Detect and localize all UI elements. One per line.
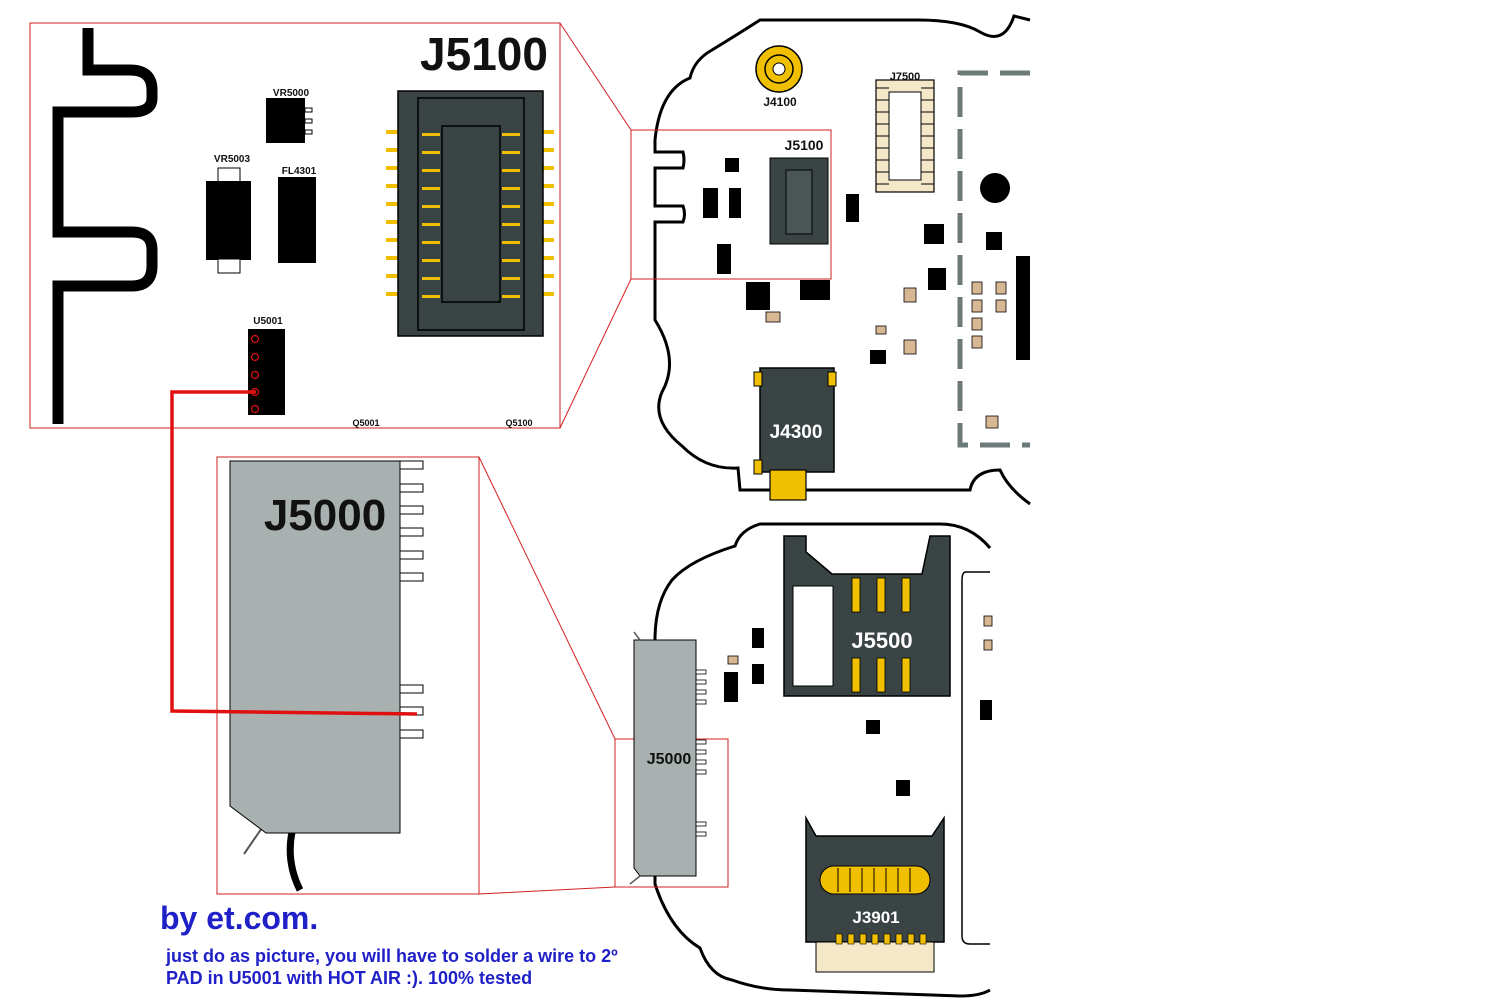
j4100-jack <box>755 45 803 93</box>
board-part-d <box>924 224 944 244</box>
j5000-pins-zoom <box>399 460 424 739</box>
j5100-highlight-box <box>630 129 832 280</box>
credit-text: by et.com. <box>160 900 319 936</box>
board-top-capacitors <box>765 281 1007 429</box>
u5001-label: U5001 <box>253 316 283 327</box>
j4300-label: J4300 <box>770 422 823 443</box>
zoom-panel-top: J5100 VR5000 VR5003 FL4301 U5001 Q5001 Q… <box>29 22 561 429</box>
instruction-line-1: just do as picture, you will have to sol… <box>166 946 618 966</box>
callout-line-top-upper <box>559 22 632 131</box>
zoom-panel-bottom: J5000 <box>216 456 480 895</box>
board-part-j <box>724 672 738 702</box>
callout-line-bottom-upper <box>478 456 616 740</box>
board-part-e <box>928 268 946 290</box>
j5100-zoom-title: J5100 <box>420 28 548 80</box>
flex-cable <box>286 831 304 892</box>
j7500-label: J7500 <box>890 71 921 83</box>
j3901-sd-holder <box>805 815 945 973</box>
board-fl4301 <box>729 188 741 218</box>
j5000-connector-board <box>629 631 707 885</box>
shield-outline <box>957 70 1030 448</box>
j5500-label: J5500 <box>851 628 912 653</box>
vr5000-label: VR5000 <box>273 88 310 99</box>
vr5003-diode <box>206 167 251 274</box>
board-part-c <box>800 280 830 300</box>
board-bottom-capacitors <box>727 615 993 665</box>
board-part-a <box>846 194 859 222</box>
board-edge-zoom <box>52 28 158 424</box>
board-part-f <box>870 350 886 364</box>
board-part-b <box>746 282 770 310</box>
board-top-outline <box>653 14 1031 506</box>
jumper-wire <box>170 390 418 716</box>
instruction-line-2: PAD in U5001 with HOT AIR :). 100% teste… <box>166 968 533 988</box>
u5001-chip <box>248 329 285 415</box>
j4300-jack <box>753 367 837 501</box>
board-top: J4100 J7500 J5100 <box>630 14 1031 506</box>
j7500-connector <box>875 79 935 193</box>
j5000-connector-zoom <box>229 460 401 834</box>
board-part-m <box>980 700 992 720</box>
board-part-k <box>866 720 880 734</box>
callout-line-top-lower <box>559 278 632 429</box>
j5100-board-label: J5100 <box>785 137 824 153</box>
vr5003-label: VR5003 <box>214 154 251 165</box>
j4100-label: J4100 <box>763 95 797 109</box>
board-bottom-right-frame <box>961 571 990 945</box>
j5000-board-label: J5000 <box>647 751 692 768</box>
j5500-sim-holder <box>783 535 951 697</box>
fl4301-label: FL4301 <box>282 166 317 177</box>
board-part-g <box>986 232 1002 250</box>
vr5000-chip <box>266 98 313 143</box>
board-u5001 <box>717 244 731 274</box>
fl4301-filter <box>278 177 316 263</box>
board-part-i <box>752 664 764 684</box>
board-bottom: J5500 J5000 <box>614 522 993 998</box>
board-part-h <box>752 628 764 648</box>
q5100-label: Q5100 <box>505 418 532 428</box>
board-vr5000 <box>725 158 739 172</box>
q5001-label: Q5001 <box>352 418 379 428</box>
board-part-l <box>896 780 910 796</box>
board-strip <box>1016 256 1030 360</box>
board-vr5003 <box>703 188 718 218</box>
j3901-label: J3901 <box>852 908 899 927</box>
j5100-connector-zoom <box>386 90 554 337</box>
j5100-connector-board <box>769 157 829 245</box>
j5000-zoom-title: J5000 <box>264 491 386 540</box>
board-coil <box>980 173 1010 203</box>
callout-line-bottom-lower <box>478 886 616 895</box>
